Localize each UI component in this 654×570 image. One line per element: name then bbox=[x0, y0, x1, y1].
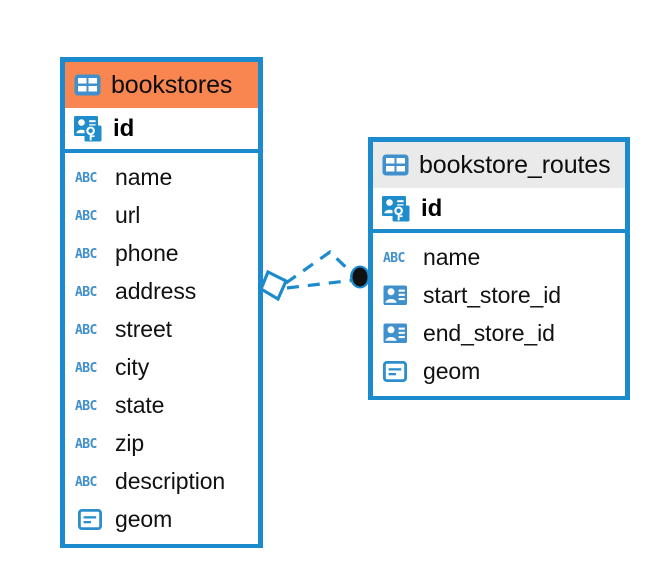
field-name: geom bbox=[115, 505, 173, 532]
abc-icon: ABC bbox=[75, 170, 97, 186]
abc-icon: ABC bbox=[75, 436, 97, 452]
abc-icon: ABC bbox=[383, 250, 405, 266]
field-name: state bbox=[115, 391, 165, 418]
field-name: name bbox=[115, 163, 173, 190]
relationship-diamond-marker bbox=[258, 269, 289, 302]
field-row-city[interactable]: ABC city bbox=[65, 348, 258, 386]
entity-bookstores[interactable]: bookstores id bbox=[60, 57, 263, 548]
field-row-url[interactable]: ABC url bbox=[65, 196, 258, 234]
abc-icon: ABC bbox=[75, 208, 97, 224]
field-list-bookstore-routes: ABC name start_store_id bbox=[373, 233, 625, 396]
table-icon bbox=[382, 154, 409, 176]
field-name: end_store_id bbox=[423, 319, 555, 346]
primary-key-icon bbox=[382, 195, 412, 222]
geometry-icon bbox=[383, 360, 413, 382]
field-row-description[interactable]: ABC description bbox=[65, 462, 258, 500]
abc-icon: ABC bbox=[75, 398, 97, 414]
field-name: id bbox=[113, 114, 135, 142]
table-icon bbox=[74, 74, 101, 96]
entity-bookstore-routes[interactable]: bookstore_routes id bbox=[368, 137, 630, 400]
field-list-bookstores: ABC name ABC url ABC phone ABC address A… bbox=[65, 153, 258, 544]
field-name: phone bbox=[115, 239, 179, 266]
field-name: city bbox=[115, 353, 150, 380]
field-row-primary-key[interactable]: id bbox=[65, 108, 258, 153]
field-row-address[interactable]: ABC address bbox=[65, 272, 258, 310]
foreign-key-icon bbox=[383, 323, 413, 344]
abc-icon: ABC bbox=[75, 284, 97, 300]
field-row-zip[interactable]: ABC zip bbox=[65, 424, 258, 462]
primary-key-icon bbox=[74, 115, 104, 142]
field-row-geom[interactable]: geom bbox=[373, 352, 625, 390]
field-name: street bbox=[115, 315, 172, 342]
entity-title: bookstores bbox=[111, 70, 233, 99]
abc-icon: ABC bbox=[75, 474, 97, 490]
field-name: zip bbox=[115, 429, 145, 456]
entity-title: bookstore_routes bbox=[419, 150, 611, 179]
field-name: description bbox=[115, 467, 226, 494]
field-row-state[interactable]: ABC state bbox=[65, 386, 258, 424]
relationship-line-lower bbox=[286, 278, 356, 290]
field-name: start_store_id bbox=[423, 281, 561, 308]
abc-icon: ABC bbox=[75, 360, 97, 376]
geometry-icon bbox=[75, 508, 105, 530]
field-row-phone[interactable]: ABC phone bbox=[65, 234, 258, 272]
relationship-line-upper bbox=[285, 249, 358, 285]
field-row-name[interactable]: ABC name bbox=[65, 158, 258, 196]
field-name: id bbox=[421, 194, 443, 222]
field-row-start-store-id[interactable]: start_store_id bbox=[373, 276, 625, 314]
field-row-primary-key[interactable]: id bbox=[373, 188, 625, 233]
field-name: url bbox=[115, 201, 141, 228]
field-row-name[interactable]: ABC name bbox=[373, 238, 625, 276]
field-name: name bbox=[423, 243, 481, 270]
relationship-circle-marker bbox=[350, 265, 370, 289]
field-row-street[interactable]: ABC street bbox=[65, 310, 258, 348]
field-row-geom[interactable]: geom bbox=[65, 500, 258, 538]
field-name: geom bbox=[423, 357, 481, 384]
field-name: address bbox=[115, 277, 197, 304]
abc-icon: ABC bbox=[75, 246, 97, 262]
foreign-key-icon bbox=[383, 285, 413, 306]
abc-icon: ABC bbox=[75, 322, 97, 338]
entity-header-bookstores[interactable]: bookstores bbox=[65, 62, 258, 108]
entity-header-bookstore-routes[interactable]: bookstore_routes bbox=[373, 142, 625, 188]
field-row-end-store-id[interactable]: end_store_id bbox=[373, 314, 625, 352]
